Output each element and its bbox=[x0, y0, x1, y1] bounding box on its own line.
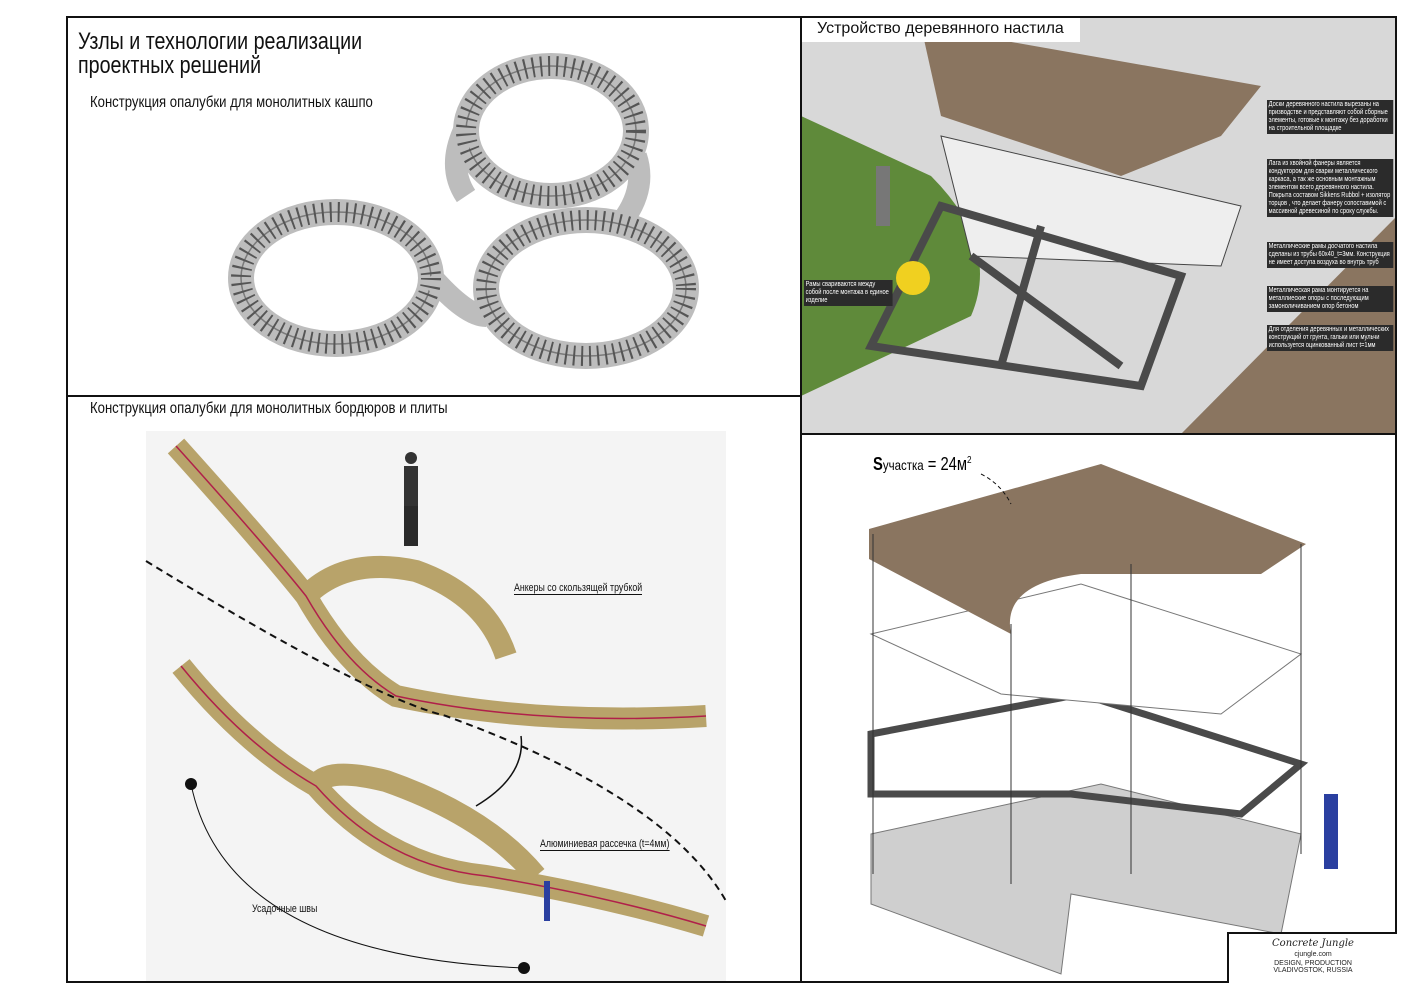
title-line-1: Узлы и технологии реализации bbox=[78, 28, 363, 55]
border-formwork-panel: Конструкция опалубки для монолитных борд… bbox=[66, 396, 801, 983]
studio-logo-block: Concrete Jungle cjungle.com DESIGN, PROD… bbox=[1227, 932, 1397, 983]
logo-line-1: DESIGN, PRODUCTION bbox=[1274, 960, 1352, 967]
note-metal-frames: Металлические рамы досчатого настила сде… bbox=[1267, 242, 1394, 268]
area-subscript: участка bbox=[882, 457, 924, 473]
label-aluminum-divider: Алюминиевая рассечка (t=4мм) bbox=[540, 838, 670, 851]
border-formwork-drawing bbox=[145, 431, 727, 981]
logo-line-2: VLADIVOSTOK, RUSSIA bbox=[1273, 967, 1353, 974]
note-boards: Доски деревянного настила вырезаны на пр… bbox=[1267, 100, 1394, 134]
planter-title: Конструкция опалубки для монолитных кашп… bbox=[90, 94, 373, 111]
label-shrinkage-joints: Усадочные швы bbox=[252, 903, 318, 915]
label-anchors: Анкеры со скользящей трубкой bbox=[514, 582, 643, 595]
note-frame-mount: Металлическая рама монтируется на металл… bbox=[1267, 286, 1394, 312]
vertical-divider bbox=[800, 16, 802, 983]
sheet-title: Узлы и технологии реализации проектных р… bbox=[78, 30, 362, 78]
right-divider bbox=[801, 433, 1397, 435]
note-weld: Рамы свариваются между собой после монта… bbox=[804, 280, 893, 306]
border-title: Конструкция опалубки для монолитных борд… bbox=[90, 400, 448, 417]
area-symbol: S bbox=[873, 454, 883, 474]
area-label: Sучастка = 24м2 bbox=[873, 454, 972, 475]
area-value: = 24м bbox=[927, 454, 968, 474]
site-url: cjungle.com bbox=[1294, 951, 1332, 958]
person-figure bbox=[404, 452, 418, 546]
sheet-frame bbox=[66, 16, 1397, 983]
deck-title: Устройство деревянного настила bbox=[801, 16, 1080, 42]
note-galvanized: Для отделения деревянных и металлических… bbox=[1267, 325, 1394, 351]
deck-panel: Устройство деревянного настила Доски дер… bbox=[801, 16, 1397, 434]
exploded-drawing bbox=[867, 464, 1338, 975]
planter-formwork-drawing bbox=[228, 53, 699, 369]
brand-logo: Concrete Jungle bbox=[1272, 938, 1354, 949]
note-plywood: Лага из хвойной фанеры является кондукто… bbox=[1267, 159, 1394, 217]
area-unit-power: 2 bbox=[967, 455, 972, 466]
planter-formwork-panel: Узлы и технологии реализации проектных р… bbox=[66, 16, 801, 396]
deck-drawing bbox=[801, 26, 1397, 434]
exploded-panel: Sучастка = 24м2 bbox=[801, 434, 1397, 983]
title-line-2: проектных решений bbox=[78, 52, 262, 79]
left-divider bbox=[66, 395, 801, 397]
